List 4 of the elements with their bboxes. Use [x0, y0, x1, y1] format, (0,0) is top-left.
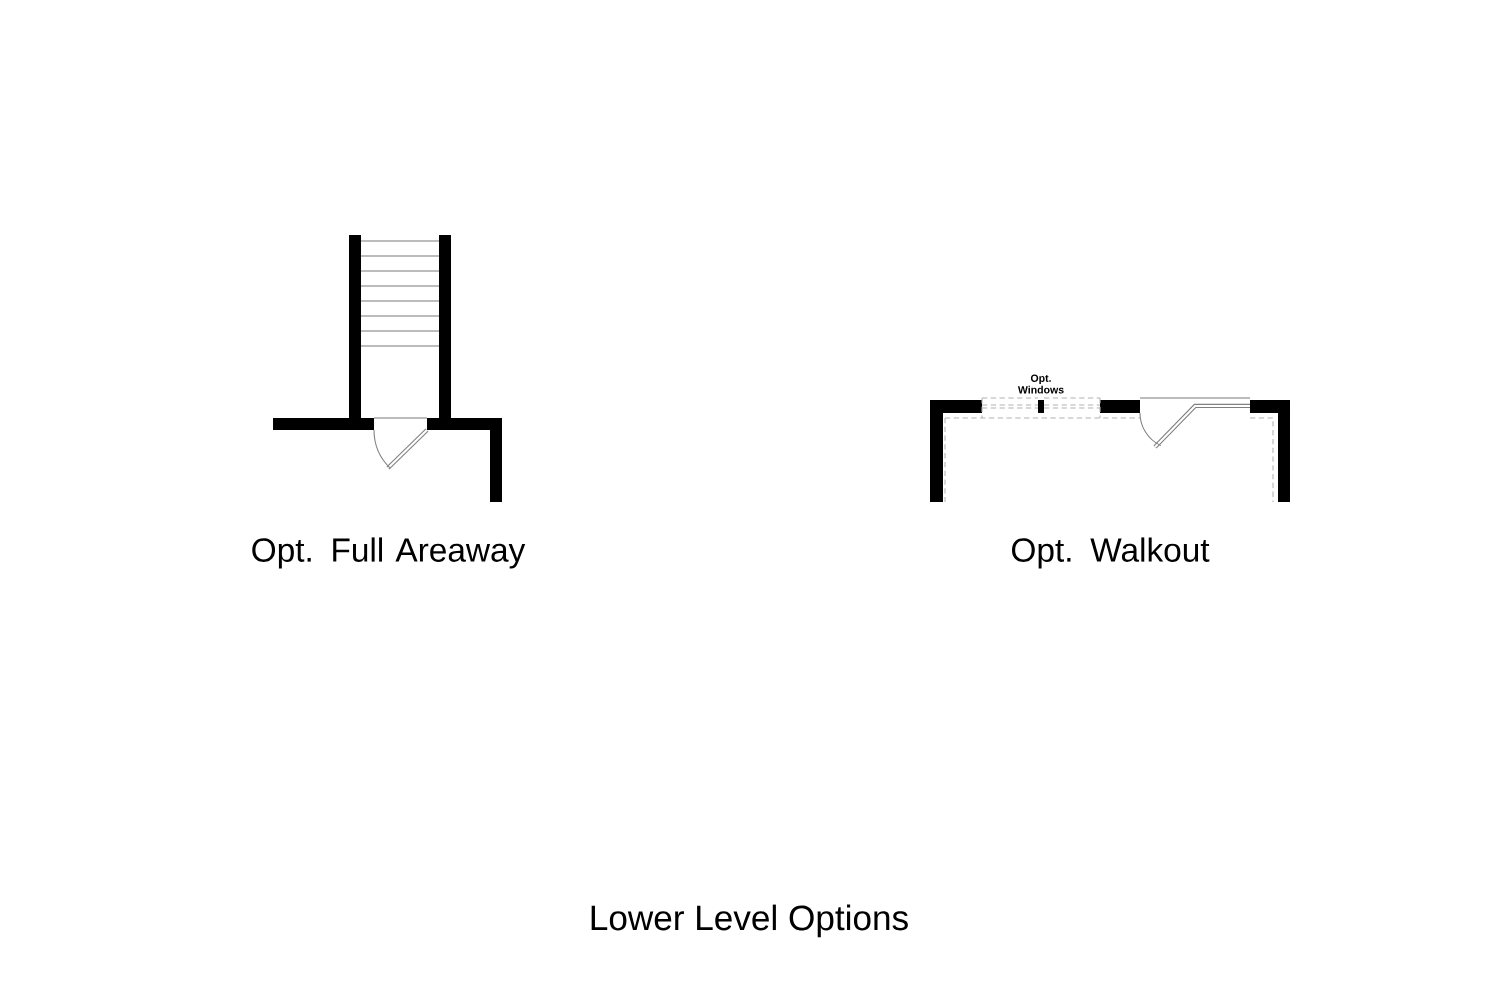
- caption: Opt. Windows: [1017, 374, 1064, 394]
- caption: Opt. Full Areaway: [252, 537, 526, 569]
- caption: Opt. Walkout: [1012, 537, 1210, 569]
- title: Lower Level Options: [591, 904, 908, 938]
